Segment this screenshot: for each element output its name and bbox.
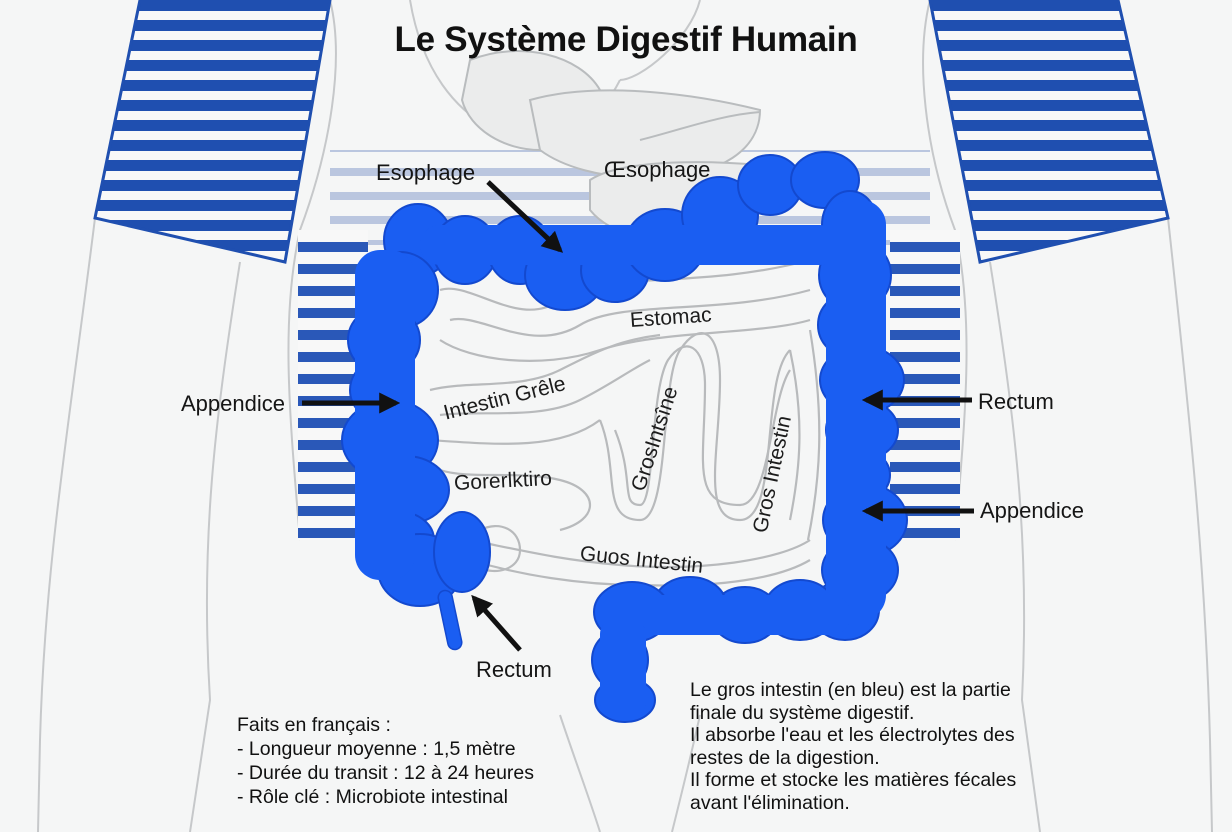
fact-item: - Longueur moyenne : 1,5 mètre bbox=[237, 738, 516, 760]
label-appendice-left: Appendice bbox=[181, 391, 285, 416]
label-esophage: Esophage bbox=[376, 160, 476, 185]
label-estomac: Estomac bbox=[629, 303, 713, 332]
large-intestine bbox=[341, 151, 908, 723]
info-line: Le gros intestin (en bleu) est la partie bbox=[690, 679, 1011, 701]
facts-block: Faits en français : - Longueur moyenne :… bbox=[237, 713, 534, 809]
label-rectum-right: Rectum bbox=[978, 389, 1054, 414]
right-sleeve bbox=[928, 0, 1170, 264]
left-sleeve bbox=[93, 0, 332, 264]
label-oesophage: Œsophage bbox=[604, 157, 711, 182]
fact-item: - Durée du transit : 12 à 24 heures bbox=[237, 762, 535, 784]
info-line: Il forme et stocke les matières fécales bbox=[690, 769, 1017, 791]
small-intestine bbox=[429, 258, 821, 587]
diagram-title: Le Système Digestif Humain bbox=[394, 20, 858, 59]
pointer-arrows bbox=[302, 180, 974, 652]
info-line: restes de la digestion. bbox=[690, 746, 880, 769]
fact-item: - Rôle clé : Microbiote intestinal bbox=[237, 786, 508, 808]
facts-heading: Faits en français : bbox=[237, 714, 391, 736]
label-appendice-right: Appendice bbox=[980, 498, 1084, 523]
label-gorerlktiro: Gorerlktiro bbox=[453, 466, 553, 495]
info-line: Il absorbe l'eau et les électrolytes des bbox=[690, 724, 1015, 746]
info-line: finale du système digestif. bbox=[690, 701, 915, 724]
label-rectum-bottom: Rectum bbox=[476, 657, 552, 682]
arrow-rectum-bottom bbox=[471, 594, 522, 652]
arrow-esophage bbox=[486, 180, 564, 253]
info-paragraph: Le gros intestin (en bleu) est la partie… bbox=[690, 679, 1070, 814]
info-line: avant l'élimination. bbox=[690, 791, 850, 814]
